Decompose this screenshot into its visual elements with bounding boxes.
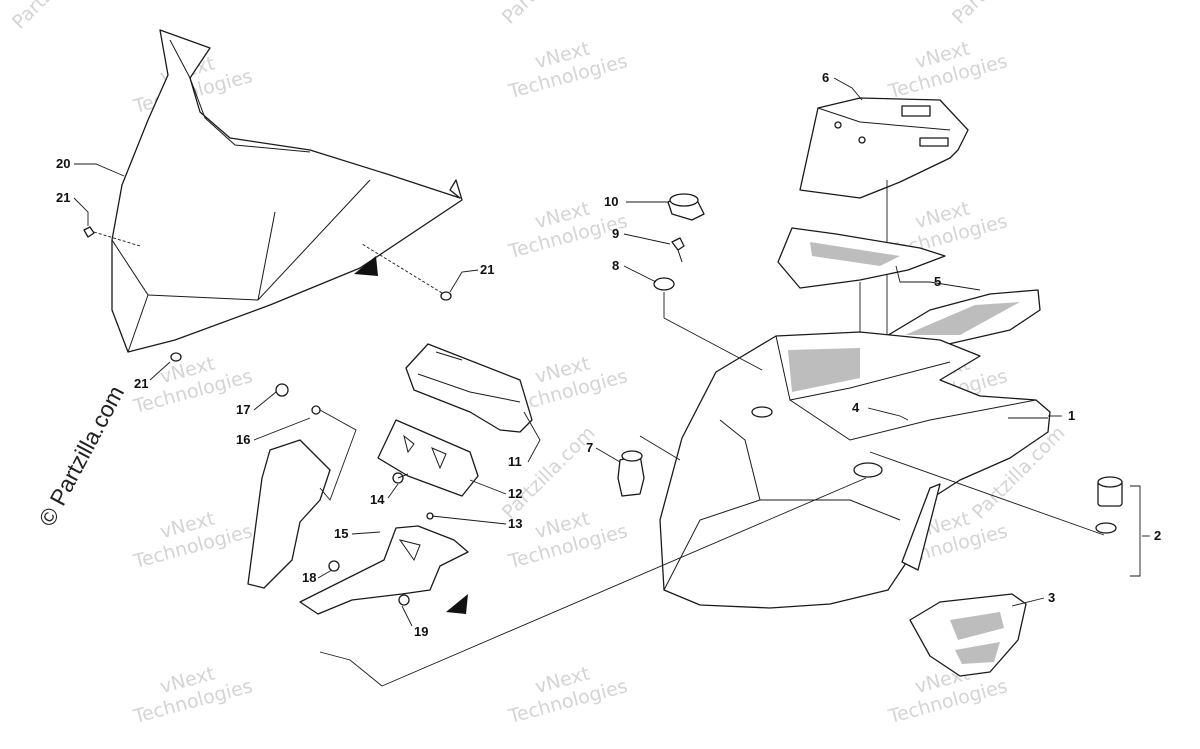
guide-8-b [663, 317, 763, 371]
storage-cover-part [799, 97, 969, 199]
faint-watermark-2: Partzilla.com [498, 0, 600, 29]
nut-19 [398, 594, 410, 606]
callout-21-c: 21 [134, 376, 148, 391]
switch-part [617, 450, 645, 497]
arrow-marker-right [446, 594, 468, 614]
callout-8: 8 [612, 258, 619, 273]
callout-17: 17 [236, 402, 250, 417]
guide-2 [869, 451, 1105, 536]
screw-21-a [83, 226, 141, 247]
watermark-10: vNext Technologies [130, 508, 255, 574]
hood-part [659, 331, 1051, 609]
ignition-cap-part [667, 193, 705, 221]
callout-21-b: 21 [480, 262, 494, 277]
callout-19: 19 [414, 624, 428, 639]
callout-1: 1 [1068, 408, 1075, 423]
bracket-2 [1130, 485, 1141, 577]
windshield-part [111, 29, 463, 353]
gauge-bracket-part [377, 419, 479, 497]
callout-16: 16 [236, 432, 250, 447]
callouts: 1 2 3 4 5 6 7 8 9 10 11 12 13 14 15 16 [56, 70, 1161, 639]
callout-5: 5 [934, 274, 941, 289]
watermark-2: vNext Technologies [505, 38, 630, 104]
mount-bracket-part [247, 439, 469, 615]
callout-14: 14 [370, 492, 385, 507]
callout-9: 9 [612, 226, 619, 241]
gauge-part [405, 343, 533, 433]
callout-10: 10 [604, 194, 618, 209]
callout-12: 12 [508, 486, 522, 501]
accessory-outlet-part [1095, 476, 1123, 534]
guide-15-left [319, 651, 383, 687]
screw-21-c [170, 352, 182, 362]
callout-18: 18 [302, 570, 316, 585]
screw-18 [328, 560, 340, 572]
vent-grille-upper [777, 227, 946, 289]
guide-7 [639, 435, 681, 461]
faint-watermark-1: Partzilla.com [8, 0, 110, 34]
callout-21-a: 21 [56, 190, 70, 205]
nut-17 [275, 383, 289, 397]
callout-3: 3 [1048, 590, 1055, 605]
ignition-nut-part [653, 277, 675, 291]
callout-2: 2 [1154, 528, 1161, 543]
callout-11: 11 [508, 454, 522, 469]
callout-6: 6 [822, 70, 829, 85]
side-watermark: © Partzilla.com [33, 381, 129, 530]
screw-21-b [361, 243, 452, 301]
lower-panel-part [909, 593, 1027, 677]
screw-14 [392, 472, 409, 484]
callout-13: 13 [508, 516, 522, 531]
watermark-14: vNext Technologies [505, 663, 630, 729]
callout-20: 20 [56, 156, 70, 171]
guide-15-box [381, 477, 867, 687]
watermark-13: vNext Technologies [130, 663, 255, 729]
watermark-3: vNext Technologies [885, 38, 1010, 104]
arrow-marker-left [354, 256, 378, 276]
callout-15: 15 [334, 526, 348, 541]
washer-16 [311, 405, 321, 415]
faint-watermark-3: Partzilla.com [948, 0, 1050, 29]
callout-4: 4 [852, 400, 860, 415]
ignition-key-part [671, 237, 685, 263]
callout-7: 7 [586, 440, 593, 455]
guide-16-17 [319, 409, 357, 501]
